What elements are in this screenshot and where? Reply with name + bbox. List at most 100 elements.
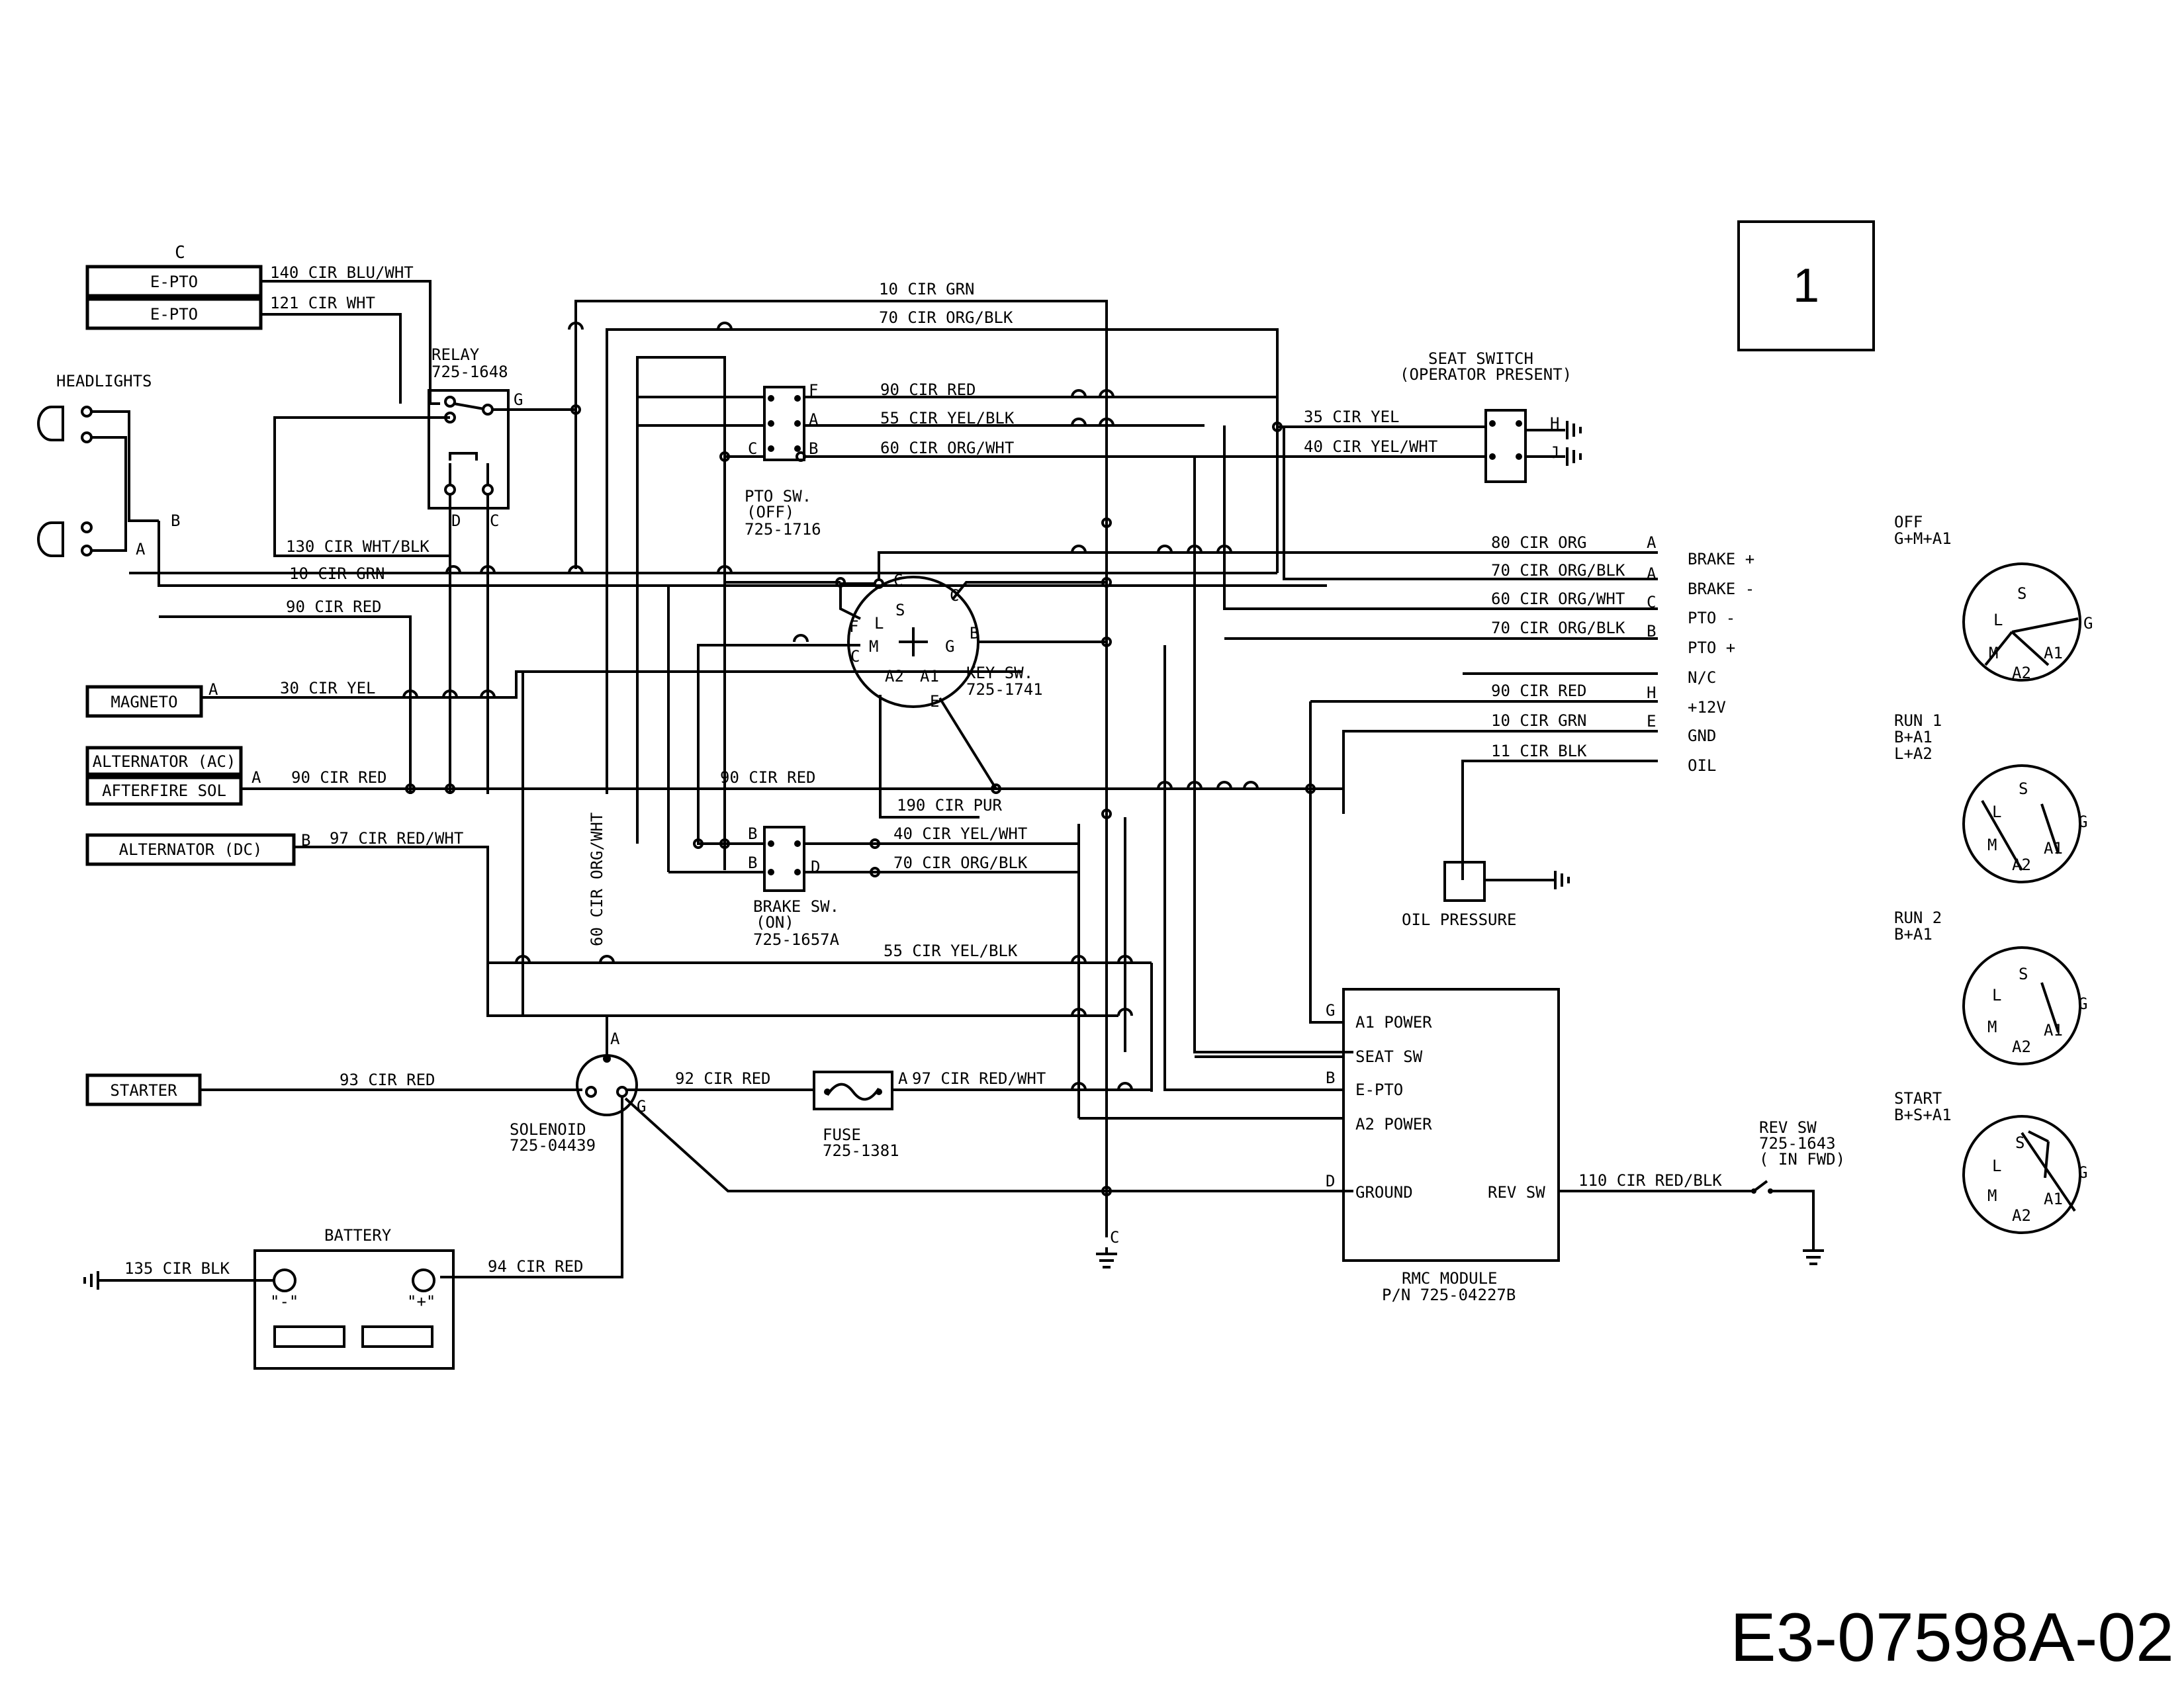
svg-text:G: G [2078, 1163, 2087, 1182]
connector-signal-5: +12V [1688, 698, 1726, 717]
oil-pressure-label: OIL PRESSURE [1402, 911, 1516, 929]
key-switch-pn: 725-1741 [966, 680, 1043, 699]
connector-signal-0: BRAKE + [1688, 550, 1754, 568]
key-dial-run2 [1962, 946, 2081, 1065]
key-position-name-3: START [1894, 1089, 1942, 1108]
relay-contact-1 [444, 396, 456, 408]
wire-70-top [606, 328, 1279, 794]
epto-label-1: E-PTO [150, 273, 198, 291]
wire-label-90-conn: 90 CIR RED [1491, 682, 1587, 700]
battery-neg-label: "-" [270, 1292, 298, 1311]
wire-140 [261, 280, 440, 405]
magneto-box [85, 685, 203, 718]
wire-label-140: 140 CIR BLU/WHT [270, 263, 414, 282]
brake-pin-b-bottom: B [748, 854, 757, 872]
relay-pin-g: G [514, 390, 523, 409]
fuse-pin-a: A [898, 1069, 908, 1088]
wire-label-55-low: 55 CIR YEL/BLK [884, 942, 1018, 960]
wire-label-130: 130 CIR WHT/BLK [286, 537, 430, 556]
alternator-dc-label: ALTERNATOR (DC) [119, 840, 263, 859]
starter-label: STARTER [110, 1081, 177, 1100]
wire-label-110: 110 CIR RED/BLK [1578, 1171, 1722, 1190]
ground-pin-c: C [1110, 1228, 1119, 1247]
connector-signal-2: PTO - [1688, 609, 1735, 627]
svg-text:A2: A2 [2012, 1206, 2031, 1225]
solenoid-label: SOLENOID [510, 1120, 586, 1139]
svg-text:A2: A2 [2012, 1038, 2031, 1056]
connector-pin-2: C [1647, 593, 1656, 611]
key-ext-c-top: C [893, 571, 903, 590]
key-ext-e: E [930, 692, 939, 711]
svg-text:L: L [1992, 1157, 2001, 1175]
fuse-pn: 725-1381 [823, 1141, 899, 1160]
relay-contact-3 [482, 404, 494, 416]
battery-body [253, 1249, 455, 1370]
magneto-label: MAGNETO [111, 693, 177, 711]
svg-text:G: G [2078, 995, 2087, 1013]
svg-text:M: M [1989, 644, 1998, 662]
rmc-pin-e-pto: E-PTO [1355, 1081, 1403, 1099]
wire-label-97-alt: 97 CIR RED/WHT [330, 829, 463, 848]
wire-label-90-pto: 90 CIR RED [880, 380, 976, 399]
rmc-module-box [1342, 988, 1560, 1262]
rev-switch-pn: 725-1643 [1759, 1134, 1836, 1153]
wire-label-94: 94 CIR RED [488, 1257, 584, 1276]
key-ext-f: F [849, 617, 858, 636]
wire-label-70-brake: 70 CIR ORG/BLK [893, 854, 1028, 872]
seat-switch-body [1484, 409, 1527, 483]
svg-text:G: G [2083, 614, 2093, 633]
rmc-pin-a2-power: A2 POWER [1355, 1115, 1432, 1133]
headlight-1 [37, 406, 64, 441]
wire-label-11-conn: 11 CIR BLK [1491, 742, 1587, 760]
pto-pin-b: B [809, 439, 818, 458]
afterfire-sol-label: AFTERFIRE SOL [102, 781, 226, 800]
rmc-module-pn: P/N 725-04227B [1382, 1286, 1516, 1304]
connector-pin-6: E [1647, 712, 1656, 731]
wire-label-70b-conn: 70 CIR ORG/BLK [1491, 619, 1625, 637]
rev-switch-label: REV SW [1759, 1118, 1817, 1137]
relay-pin-d: D [451, 511, 461, 530]
wire-label-70-top: 70 CIR ORG/BLK [879, 308, 1013, 327]
solenoid-body [576, 1054, 638, 1116]
wire-label-10-conn: 10 CIR GRN [1491, 711, 1587, 730]
wire-label-190: 190 CIR PUR [897, 796, 1002, 815]
wire-label-10-top: 10 CIR GRN [879, 280, 975, 298]
wire-label-55-pto: 55 CIR YEL/BLK [880, 409, 1015, 427]
seat-pin-j: J [1550, 443, 1559, 462]
relay-coil [449, 452, 478, 461]
rmc-pin-rev-sw: REV SW [1488, 1183, 1545, 1202]
key-pin-a1: A1 [920, 667, 939, 686]
connector-signal-6: GND [1688, 727, 1716, 745]
rmc-ext-g: G [1326, 1001, 1335, 1020]
wire-97-alt [294, 846, 1118, 1017]
battery-pos-terminal [412, 1268, 435, 1292]
alternator-ac-box [85, 746, 243, 776]
wire-label-30: 30 CIR YEL [280, 679, 376, 697]
connector-signal-3: PTO + [1688, 639, 1735, 657]
wire-label-90-mid: 90 CIR RED [720, 768, 816, 787]
key-position-circuit-1-1: L+A2 [1894, 744, 1933, 763]
connector-signal-7: OIL [1688, 756, 1716, 775]
svg-text:S: S [2015, 1133, 2025, 1152]
rev-switch-state: ( IN FWD) [1759, 1150, 1845, 1169]
pto-switch-label: PTO SW. [745, 487, 811, 506]
svg-text:L: L [1992, 986, 2001, 1004]
key-position-name-0: OFF [1894, 513, 1923, 531]
wire-label-80-conn: 80 CIR ORG [1491, 533, 1587, 552]
alternator-dc-pin-b: B [301, 831, 310, 850]
brake-switch-body [763, 826, 805, 892]
rmc-ext-b: B [1326, 1069, 1335, 1087]
relay-pn: 725-1648 [432, 363, 508, 381]
svg-text:M: M [1987, 1018, 1997, 1036]
key-pin-l: L [874, 614, 884, 633]
wire-label-93: 93 CIR RED [340, 1071, 435, 1089]
svg-text:G: G [2078, 813, 2087, 831]
connector-pin-3: B [1647, 622, 1656, 641]
magneto-pin-a: A [208, 680, 218, 699]
brake-pin-b-top: B [748, 824, 757, 843]
key-position-circuit-0-0: G+M+A1 [1894, 529, 1952, 548]
key-pin-s: S [895, 601, 905, 619]
brake-switch-pn: 725-1657A [753, 930, 840, 949]
wire-crossovers [402, 322, 1259, 1090]
pto-switch-body [763, 386, 805, 461]
